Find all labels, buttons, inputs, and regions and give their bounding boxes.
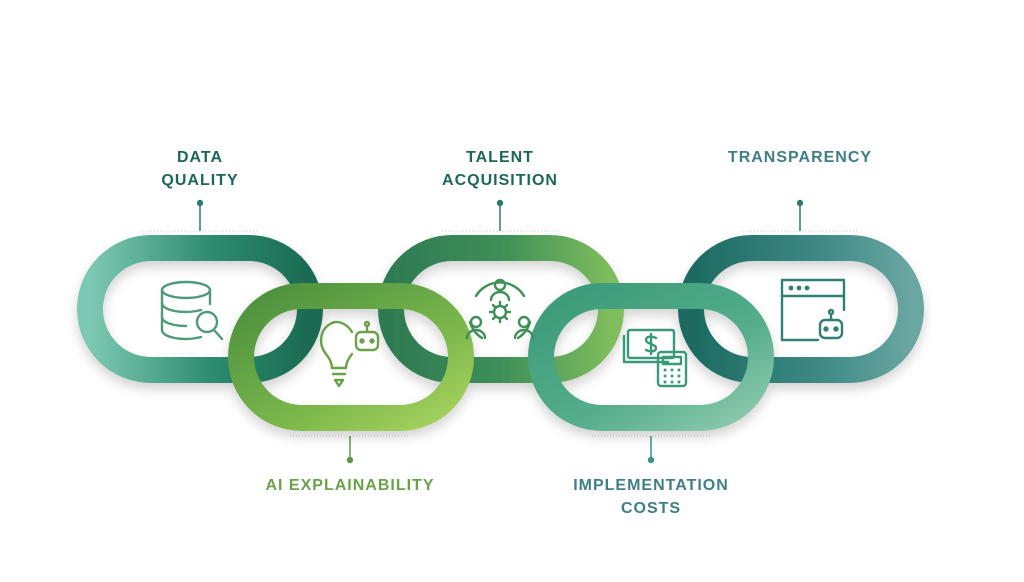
label-ai-explainability: AI EXPLAINABILITY xyxy=(240,474,460,497)
label-line: DATA xyxy=(176,149,224,166)
label-line: AI EXPLAINABILITY xyxy=(265,477,435,494)
chain-links xyxy=(77,235,924,431)
database-search-icon xyxy=(160,280,224,341)
label-transparency: TRANSPARENCY xyxy=(700,146,900,169)
label-line: QUALITY xyxy=(161,172,239,189)
label-talent-acquisition: TALENT ACQUISITION xyxy=(420,146,580,192)
label-line: TALENT xyxy=(466,149,534,166)
connectors xyxy=(196,199,804,464)
link-4 xyxy=(528,283,774,431)
lightbulb-robot-icon xyxy=(319,320,380,388)
label-line: IMPLEMENTATION xyxy=(573,477,729,494)
label-implementation-costs: IMPLEMENTATION COSTS xyxy=(541,474,761,520)
label-line: ACQUISITION xyxy=(442,172,558,189)
label-line: TRANSPARENCY xyxy=(727,149,873,166)
interlock-overlaps xyxy=(297,309,704,330)
browser-robot-icon xyxy=(780,278,846,342)
money-calculator-icon xyxy=(622,328,688,388)
link-2 xyxy=(228,283,474,431)
label-line: COSTS xyxy=(620,500,682,517)
label-data-quality: DATA QUALITY xyxy=(140,146,260,192)
team-gear-icon xyxy=(465,278,535,340)
